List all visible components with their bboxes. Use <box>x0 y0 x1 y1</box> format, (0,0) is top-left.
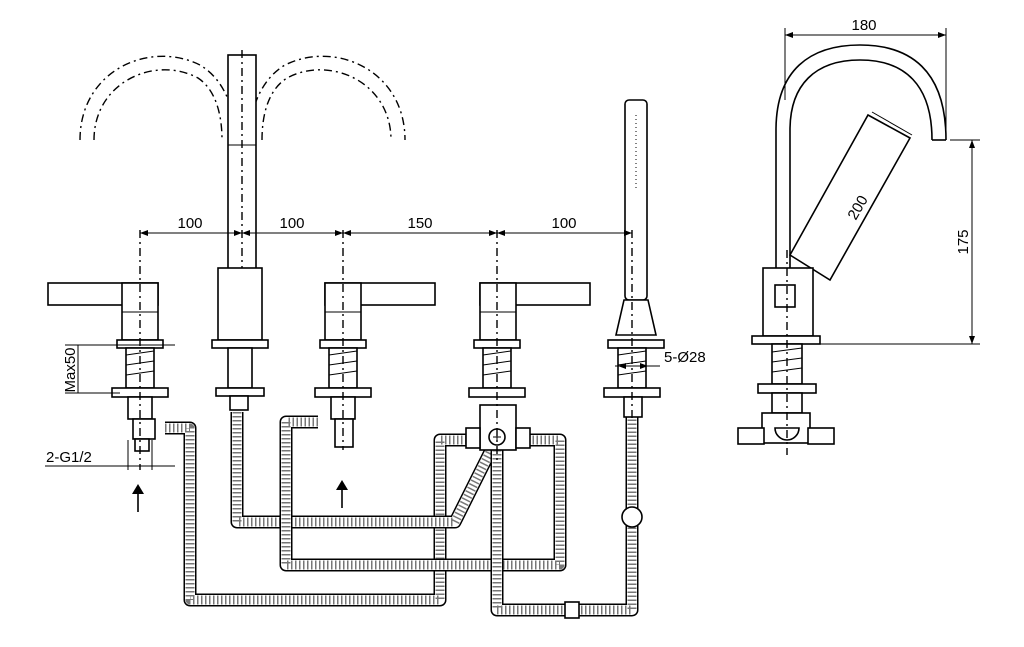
dim-spacing-4: 100 <box>551 215 576 232</box>
hose-left-cold <box>165 421 475 607</box>
spout-front <box>211 50 269 411</box>
inlet-arrows <box>132 480 348 512</box>
hot-valve <box>314 230 436 450</box>
hand-shower <box>603 99 665 420</box>
diverter-valve <box>465 230 591 460</box>
cold-valve <box>47 230 169 470</box>
hose-weight <box>621 506 643 528</box>
hose-right-hot <box>279 415 567 572</box>
dim-spout-height: 175 <box>955 229 972 254</box>
front-dimensions <box>45 230 660 470</box>
hose-spout <box>230 412 496 529</box>
dim-spacing-1: 100 <box>177 215 202 232</box>
dim-projection: 180 <box>851 17 876 34</box>
hoses <box>165 412 643 619</box>
side-view <box>737 28 980 455</box>
hose-connector <box>564 601 580 619</box>
dim-spacing-3: 150 <box>407 215 432 232</box>
dim-inlet: 2-G1/2 <box>46 449 92 466</box>
dim-hole-diameter: 5-Ø28 <box>664 349 706 366</box>
dim-max-deck: Max50 <box>62 347 79 392</box>
dim-spacing-2: 100 <box>279 215 304 232</box>
